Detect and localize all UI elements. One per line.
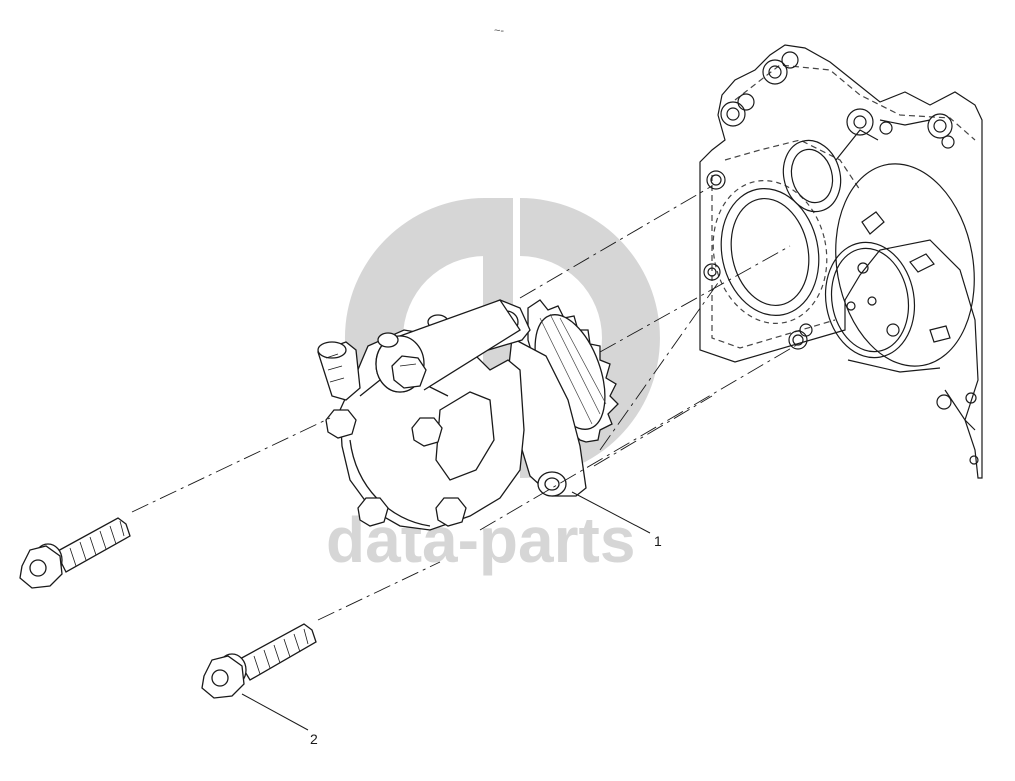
pump-bolt-lower-right (435, 497, 467, 527)
callout-2: 2 (241, 693, 318, 747)
engine-gear-housing (699, 44, 983, 479)
pump-bolt-lower-left (357, 497, 389, 527)
vacuum-outlet-tube (317, 341, 361, 401)
vacuum-pump-part-1 (317, 299, 619, 531)
callout-label-2: 2 (310, 731, 318, 747)
callout-label-1: 1 (654, 533, 662, 549)
pump-bolt-top (391, 355, 427, 389)
pump-bolt-center (411, 417, 443, 447)
bolt-lower-part-2 (201, 623, 317, 699)
bolt-upper-part-2 (19, 517, 131, 589)
header-mark: ~- (494, 25, 504, 37)
assembly-centerlines (131, 185, 801, 621)
callout-1: 1 (571, 491, 662, 549)
pump-bolt-left (325, 409, 357, 439)
